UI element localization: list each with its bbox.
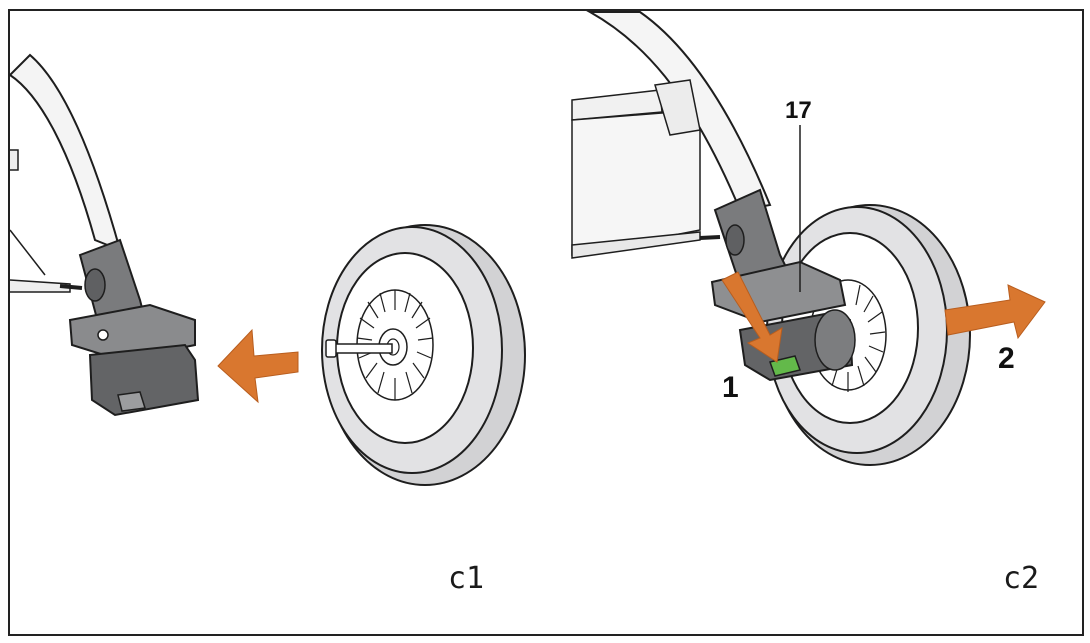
wheel-c1 [321, 224, 526, 486]
panel-caption-c2: c2 [1003, 561, 1039, 596]
part-number-label: 17 [785, 97, 812, 124]
pivot-hole [97, 329, 109, 341]
panel-c2: 17 1 2 c2 [571, 11, 1046, 596]
step-1-label: 1 [722, 371, 739, 404]
panel-c1: c1 [8, 53, 526, 596]
part-callout-17: 17 [785, 97, 812, 292]
wheel-hub-c1 [356, 289, 434, 401]
axle-c1 [325, 339, 393, 358]
arrow-left-icon [217, 328, 299, 404]
wheel-housing-c2 [710, 188, 856, 382]
panel-caption-c1: c1 [448, 561, 484, 596]
step-2-label: 2 [998, 342, 1015, 375]
wheel-housing-c1 [68, 238, 200, 417]
arrow-right-icon [944, 284, 1046, 340]
arrow-down-icon [721, 271, 783, 363]
stroller-frame-c2 [571, 11, 772, 259]
